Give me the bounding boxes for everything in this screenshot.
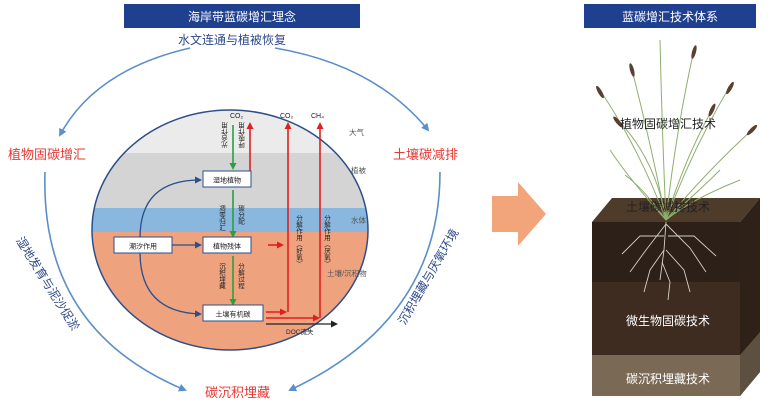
grass-seed-heads (596, 45, 758, 136)
wetland-plants-text: 湿地植物 (213, 176, 241, 185)
root-illustration (621, 221, 717, 301)
carbon-allocation-label: 碳分配 (237, 204, 245, 226)
soil-block-illustration (592, 198, 760, 396)
label-carbon-burial: 碳沉积埋藏 (205, 385, 271, 400)
decomp-anaerobic-label: 分解作用（厌氧） (323, 214, 331, 267)
tidal-box: 潮汐作用 (113, 236, 173, 254)
layer-label-atmosphere: 大气 (349, 127, 364, 137)
wetland-plants-box: 湿地植物 (202, 170, 252, 188)
co2-label-right: CO₂ (280, 113, 294, 120)
tidal-text: 潮汐作用 (129, 242, 157, 251)
right-title: 蓝碳增汇技术体系 (584, 4, 756, 28)
layer-label-soil: 土壤/沉积物 (327, 268, 367, 278)
decomp-aerobic-label-1: 分解作用（好氧） (295, 214, 303, 267)
tidal-to-soil-arrow (139, 251, 202, 318)
tech-plant-label: 植物固碳增汇技术 (620, 117, 717, 131)
layer-label-water: 水体 (351, 215, 366, 225)
soil-organic-carbon-text: 土壤有机碳 (216, 310, 251, 319)
tech-microbe-label: 微生物固碳技术 (626, 314, 711, 328)
layer-label-vegetation: 植被 (351, 165, 366, 175)
litter-return-label: 凋零归汇 (218, 205, 226, 232)
transition-arrow (492, 182, 546, 246)
plant-residue-text: 植物残体 (213, 242, 241, 251)
label-plant-carbon-sequestration: 植物固碳增汇 (8, 147, 87, 162)
label-hydrology-vegetation: 水文连通与植被恢复 (178, 33, 287, 47)
plant-residue-box: 植物残体 (202, 236, 252, 254)
process-circle (91, 109, 369, 351)
tech-burial-label: 碳沉积埋藏技术 (626, 372, 711, 386)
photosynthesis-label: 光合作用 (221, 121, 229, 150)
soil-organic-carbon-box: 土壤有机碳 (202, 304, 264, 322)
label-soil-carbon-reduction: 土壤碳减排 (393, 147, 459, 162)
tidal-to-plant-arrow (139, 176, 202, 239)
water-layer (92, 208, 368, 232)
co2-label-left: CO₂ (230, 113, 244, 120)
left-title: 海岸带蓝碳增汇理念 (124, 4, 360, 28)
sediment-burial-label: 沉积埋藏 (218, 263, 226, 291)
ch4-label: CH₄ (311, 113, 324, 120)
outer-cycle-arrows (44, 47, 441, 392)
decomposition-label: 分解过程 (237, 262, 245, 291)
tech-soil-label: 土壤碳减排技术 (626, 200, 711, 214)
doc-loss-label: DOC流失 (286, 327, 314, 336)
grass-illustration (599, 39, 753, 221)
respiration-label: 呼吸作用 (238, 121, 246, 150)
